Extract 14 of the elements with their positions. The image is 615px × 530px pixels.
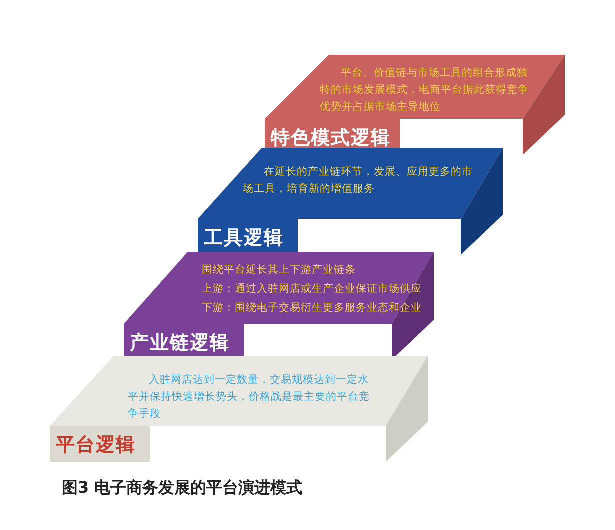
stair-step [50, 356, 428, 462]
step-heading: 产业链逻辑 [130, 331, 230, 356]
step-heading: 工具逻辑 [204, 226, 284, 251]
step-heading: 特色模式逻辑 [271, 126, 391, 151]
description-text: 下游：围绕电子交易衍生更多服务业态和企业 [202, 301, 422, 316]
stair-step [265, 55, 565, 155]
description-text: 平台、价值链与市场工具的组合形成独特的市场发展模式，电商平台据此获得竞争优势并占据市场主导地位 [320, 66, 530, 115]
description-text: 上游：通过入驻网店或生产企业保证市场供应 [202, 282, 422, 297]
description-text: 围绕平台延长其上下游产业链条 [202, 263, 357, 278]
description-text: 入驻网店达到一定数量，交易规模达到一定水平并保持快速增长势头，价格战是最主要的平台竞争手段 [128, 373, 371, 422]
stair-step [198, 148, 503, 255]
description-text: 在延长的产业链环节，发展、应用更多的市场工具，培育新的增值服务 [243, 165, 473, 197]
figure-caption: 图3 电子商务发展的平台演进模式 [62, 478, 303, 499]
step-heading: 平台逻辑 [56, 433, 136, 458]
